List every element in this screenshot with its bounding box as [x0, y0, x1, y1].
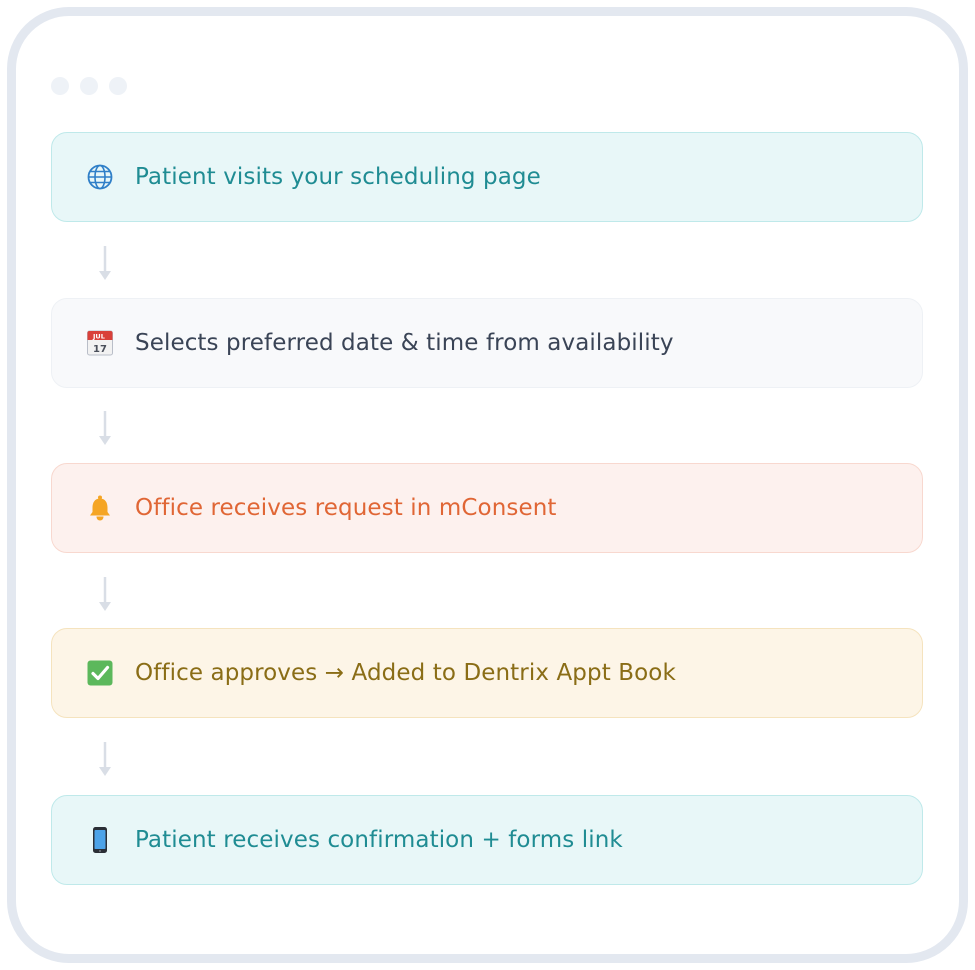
arrow-down-icon [99, 742, 111, 776]
calendar-day: 17 [93, 344, 107, 355]
flow-step-visit-page: Patient visits your scheduling page [51, 132, 923, 222]
flow-step-label: Office receives request in mConsent [135, 495, 557, 521]
globe-icon [85, 162, 115, 192]
flow-step-label: Patient receives confirmation + forms li… [135, 827, 623, 853]
window-controls [51, 77, 127, 95]
bell-icon [85, 493, 115, 523]
flow-step-label: Patient visits your scheduling page [135, 164, 541, 190]
arrow-down-icon [99, 411, 111, 445]
checkmark-icon [85, 658, 115, 688]
arrow-down-icon [99, 246, 111, 280]
mobile-phone-icon [85, 825, 115, 855]
flow-step-label: Selects preferred date & time from avail… [135, 330, 674, 356]
flow-step-office-receives: Office receives request in mConsent [51, 463, 923, 553]
flow-step-select-time: JUL 17 Selects preferred date & time fro… [51, 298, 923, 388]
flow-step-confirmation: Patient receives confirmation + forms li… [51, 795, 923, 885]
arrow-down-icon [99, 577, 111, 611]
window-dot [109, 77, 127, 95]
flow-step-label: Office approves → Added to Dentrix Appt … [135, 660, 676, 686]
window-dot [80, 77, 98, 95]
flow-step-office-approves: Office approves → Added to Dentrix Appt … [51, 628, 923, 718]
window-dot [51, 77, 69, 95]
calendar-month: JUL [92, 333, 105, 341]
calendar-icon: JUL 17 [85, 328, 115, 358]
